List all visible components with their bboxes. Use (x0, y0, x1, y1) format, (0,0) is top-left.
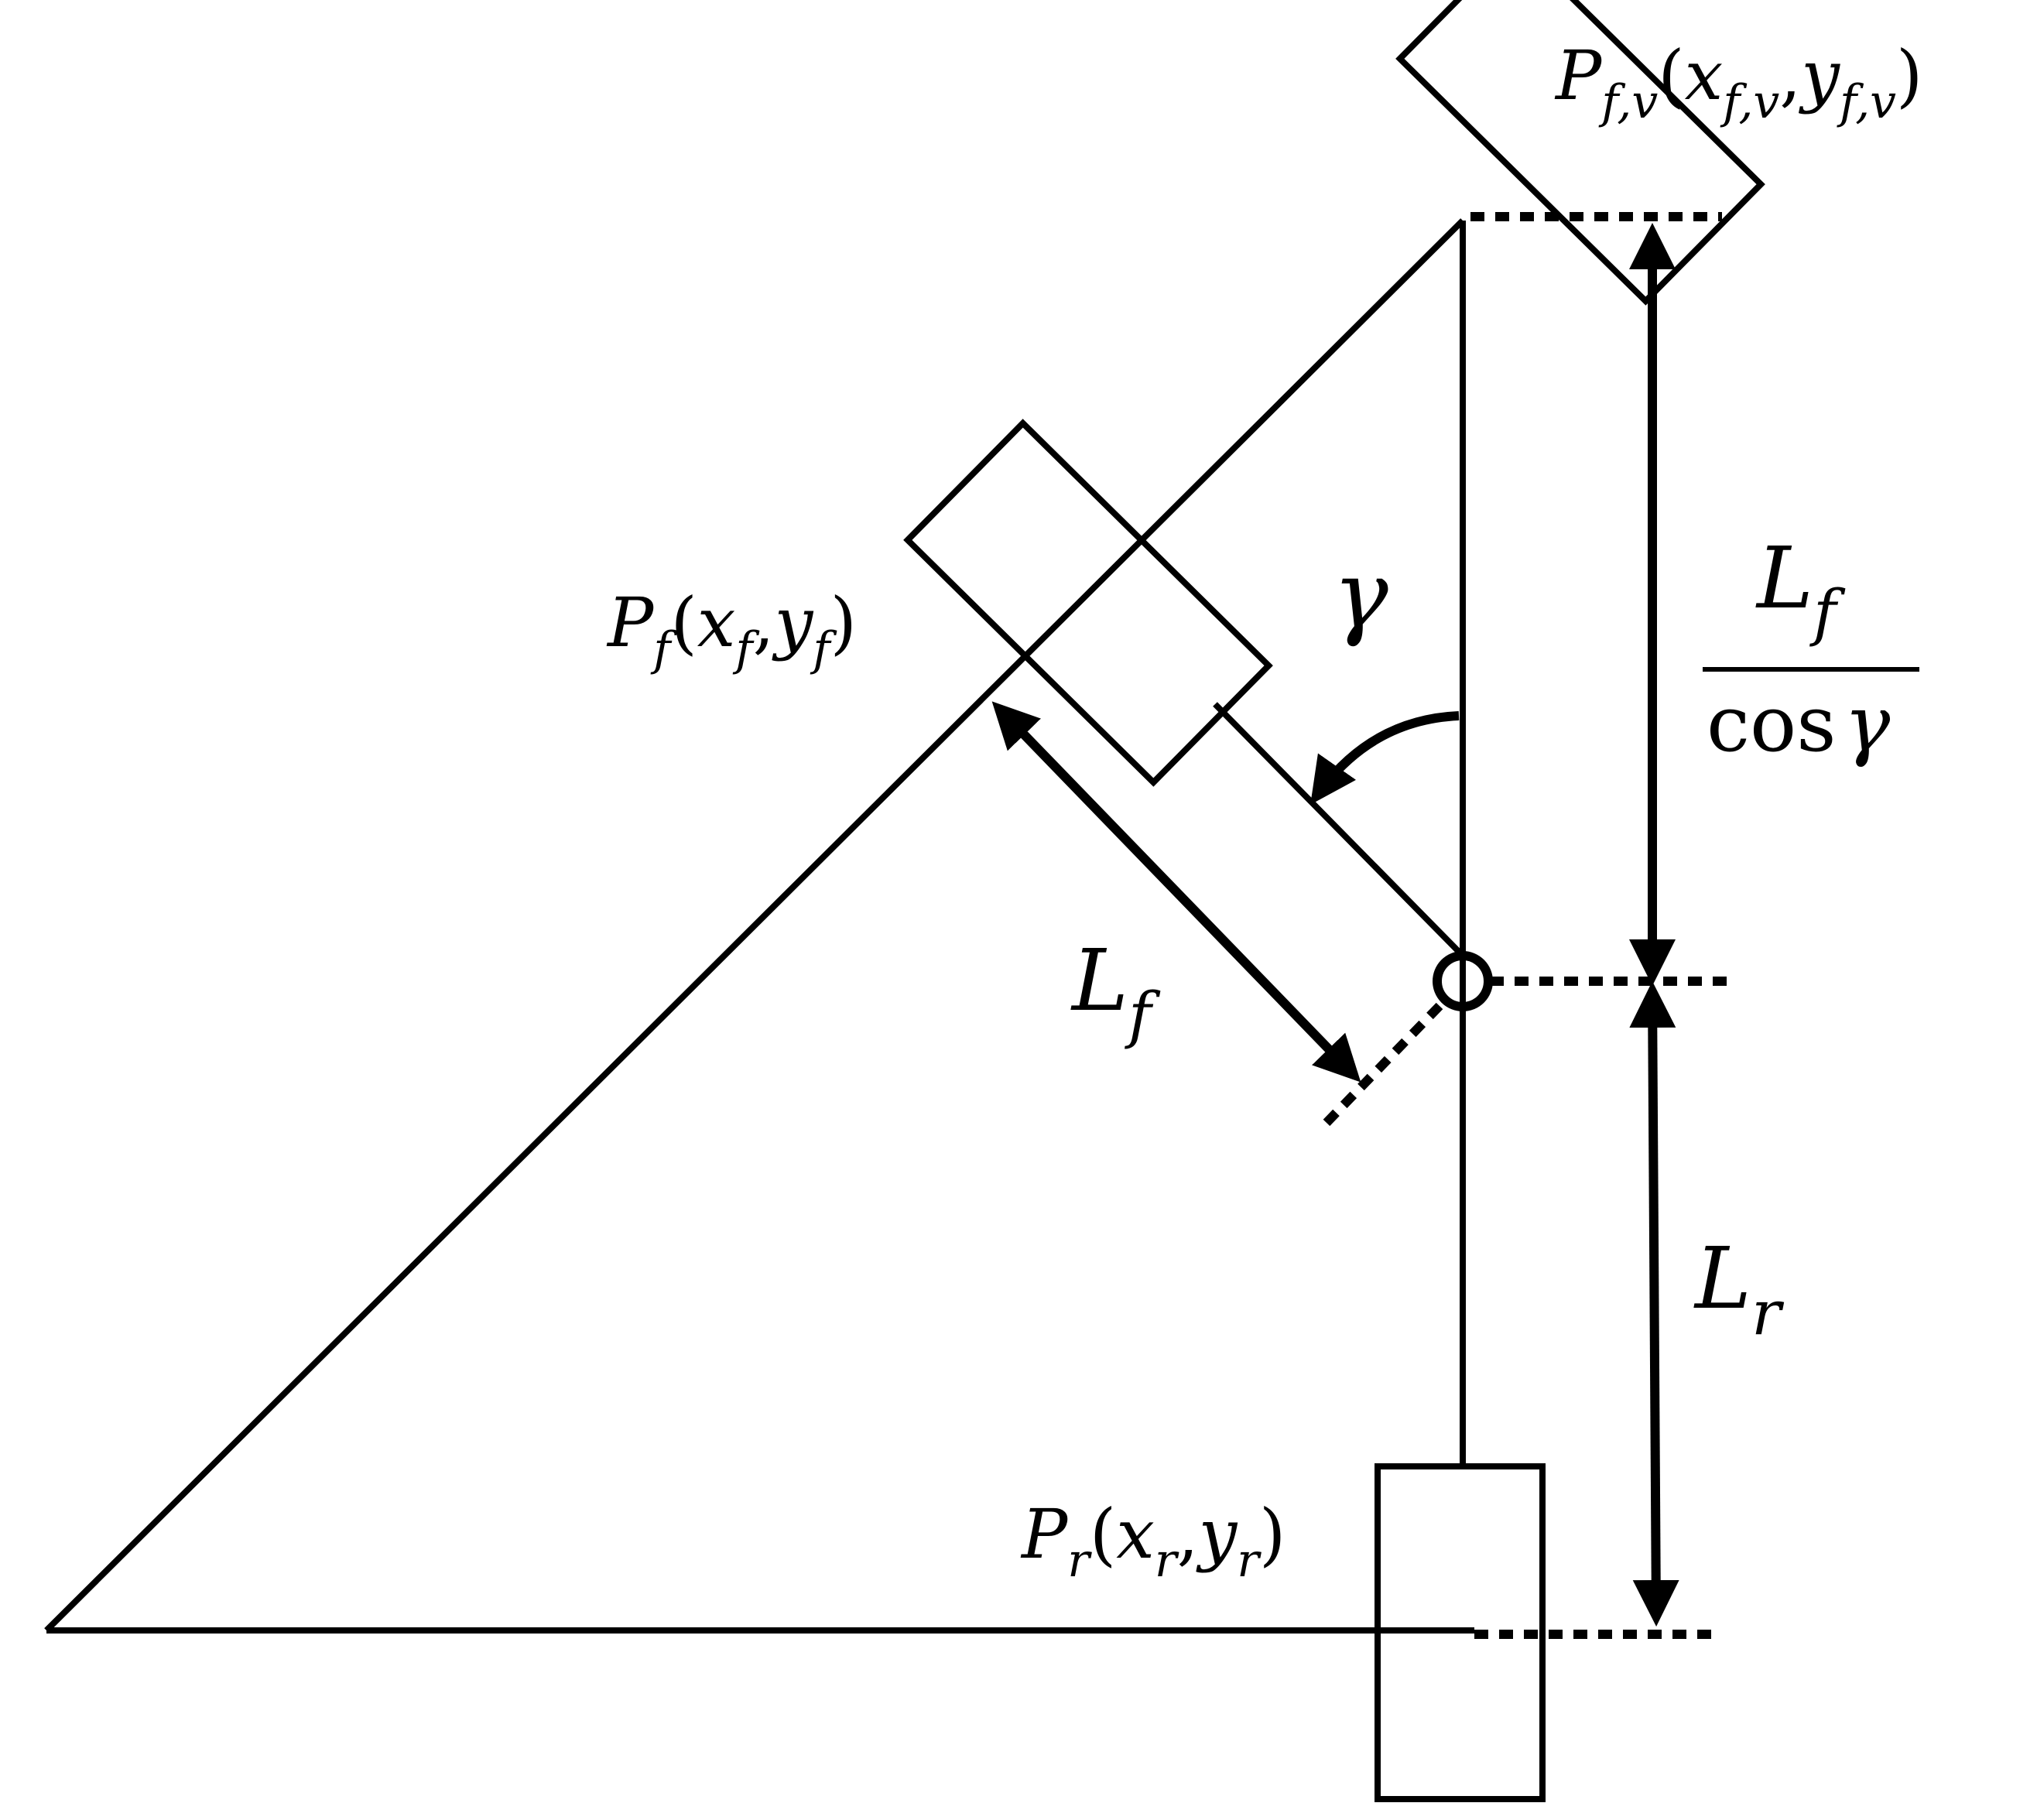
label-front-virtual-point: Pf,v(xf,v,yf,v) (1554, 36, 1922, 129)
dotted-diagonal (1320, 1002, 1443, 1130)
label-front-point: Pf(xf,yf) (606, 583, 857, 676)
front-steer-line (1213, 702, 1465, 958)
svg-text:Lf: Lf (1755, 529, 1846, 648)
frac-denominator-cos: cos (1707, 679, 1837, 769)
rear-wheel (1375, 1463, 1546, 1802)
frac-denominator-gamma: γ (1844, 679, 1891, 769)
label-rear-point: Pr(xr,yr) (1020, 1494, 1286, 1588)
front-virtual-wheel (1395, 0, 1765, 306)
gamma-arc (1310, 711, 1460, 805)
front-wheel (903, 419, 1273, 787)
frac-numerator-l: L (1755, 529, 1813, 628)
label-gamma: γ (1333, 542, 1388, 649)
label-lf-diagonal: Lf (1070, 931, 1161, 1051)
cg-circle (1433, 951, 1493, 1011)
label-lr: Lr (1693, 1229, 1785, 1349)
hypotenuse-line (44, 218, 1465, 1633)
frac-numerator-sub: f (1809, 576, 1846, 648)
arrow-lf-diagonal (991, 701, 1361, 1083)
arrow-lr (1629, 981, 1679, 1627)
